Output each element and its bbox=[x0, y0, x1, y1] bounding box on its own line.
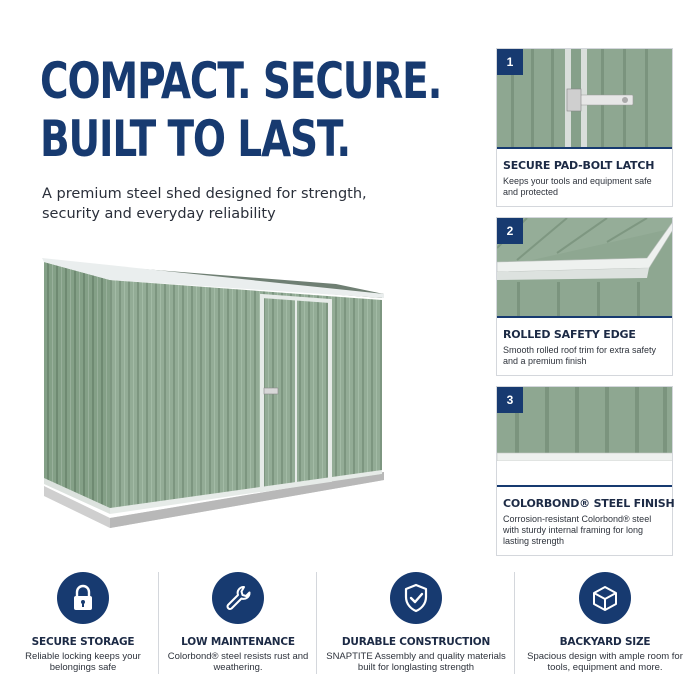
card-description: Corrosion-resistant Colorbond® steel wit… bbox=[503, 514, 652, 546]
feature-card-latch: 1 SECURE PAD-BOLT LATCH Keeps your tools… bbox=[496, 48, 673, 207]
card-description: Keeps your tools and equipment safe and … bbox=[503, 176, 652, 197]
cube-icon bbox=[579, 572, 631, 624]
card-divider bbox=[497, 485, 672, 487]
card-number: 1 bbox=[497, 49, 523, 75]
shed-product-image bbox=[38, 250, 390, 532]
feature-title: LOW MAINTENANCE bbox=[181, 636, 295, 648]
feature-title: SECURE STORAGE bbox=[31, 636, 135, 648]
headline: COMPACT. SECURE. BUILT TO LAST. bbox=[40, 52, 442, 168]
latch-photo: 1 bbox=[497, 49, 672, 147]
feature-divider bbox=[158, 572, 159, 674]
card-description: Smooth rolled roof trim for extra safety… bbox=[503, 345, 657, 366]
card-title: COLORBOND® STEEL FINISH bbox=[503, 497, 675, 510]
card-number: 3 bbox=[497, 387, 523, 413]
padlock-icon bbox=[57, 572, 109, 624]
feature-title: BACKYARD SIZE bbox=[559, 636, 651, 648]
feature-secure-storage: SECURE STORAGE Reliable locking keeps yo… bbox=[14, 572, 152, 673]
feature-card-steel-finish: 3 COLORBOND® STEEL FINISH Corrosion-resi… bbox=[496, 386, 675, 556]
card-divider bbox=[497, 147, 672, 149]
subheading: A premium steel shed designed for streng… bbox=[42, 186, 367, 222]
headline-line-2: BUILT TO LAST. bbox=[40, 110, 351, 168]
feature-description: Reliable locking keeps your belongings s… bbox=[25, 651, 141, 673]
headline-line-1: COMPACT. SECURE. bbox=[40, 52, 442, 110]
feature-card-roof-edge: 2 ROLLED SAFETY EDGE Smooth rolled roof … bbox=[496, 217, 673, 376]
card-divider bbox=[497, 316, 672, 318]
roof-edge-photo: 2 bbox=[497, 218, 672, 316]
feature-description: SNAPTITE Assembly and quality materials … bbox=[326, 651, 506, 673]
feature-divider bbox=[316, 572, 317, 674]
shield-check-icon bbox=[390, 572, 442, 624]
feature-divider bbox=[514, 572, 515, 674]
wrench-icon bbox=[212, 572, 264, 624]
feature-backyard-size: BACKYARD SIZE Spacious design with ample… bbox=[522, 572, 688, 673]
feature-description: Colorbond® steel resists rust and weathe… bbox=[167, 651, 309, 673]
steel-wall-photo: 3 bbox=[497, 387, 672, 485]
card-title: ROLLED SAFETY EDGE bbox=[503, 328, 636, 341]
card-number: 2 bbox=[497, 218, 523, 244]
feature-title: DURABLE CONSTRUCTION bbox=[341, 636, 491, 648]
feature-description: Spacious design with ample room for tool… bbox=[527, 651, 683, 673]
feature-low-maintenance: LOW MAINTENANCE Colorbond® steel resists… bbox=[166, 572, 310, 673]
card-title: SECURE PAD-BOLT LATCH bbox=[503, 159, 655, 172]
feature-durable-construction: DURABLE CONSTRUCTION SNAPTITE Assembly a… bbox=[324, 572, 508, 673]
